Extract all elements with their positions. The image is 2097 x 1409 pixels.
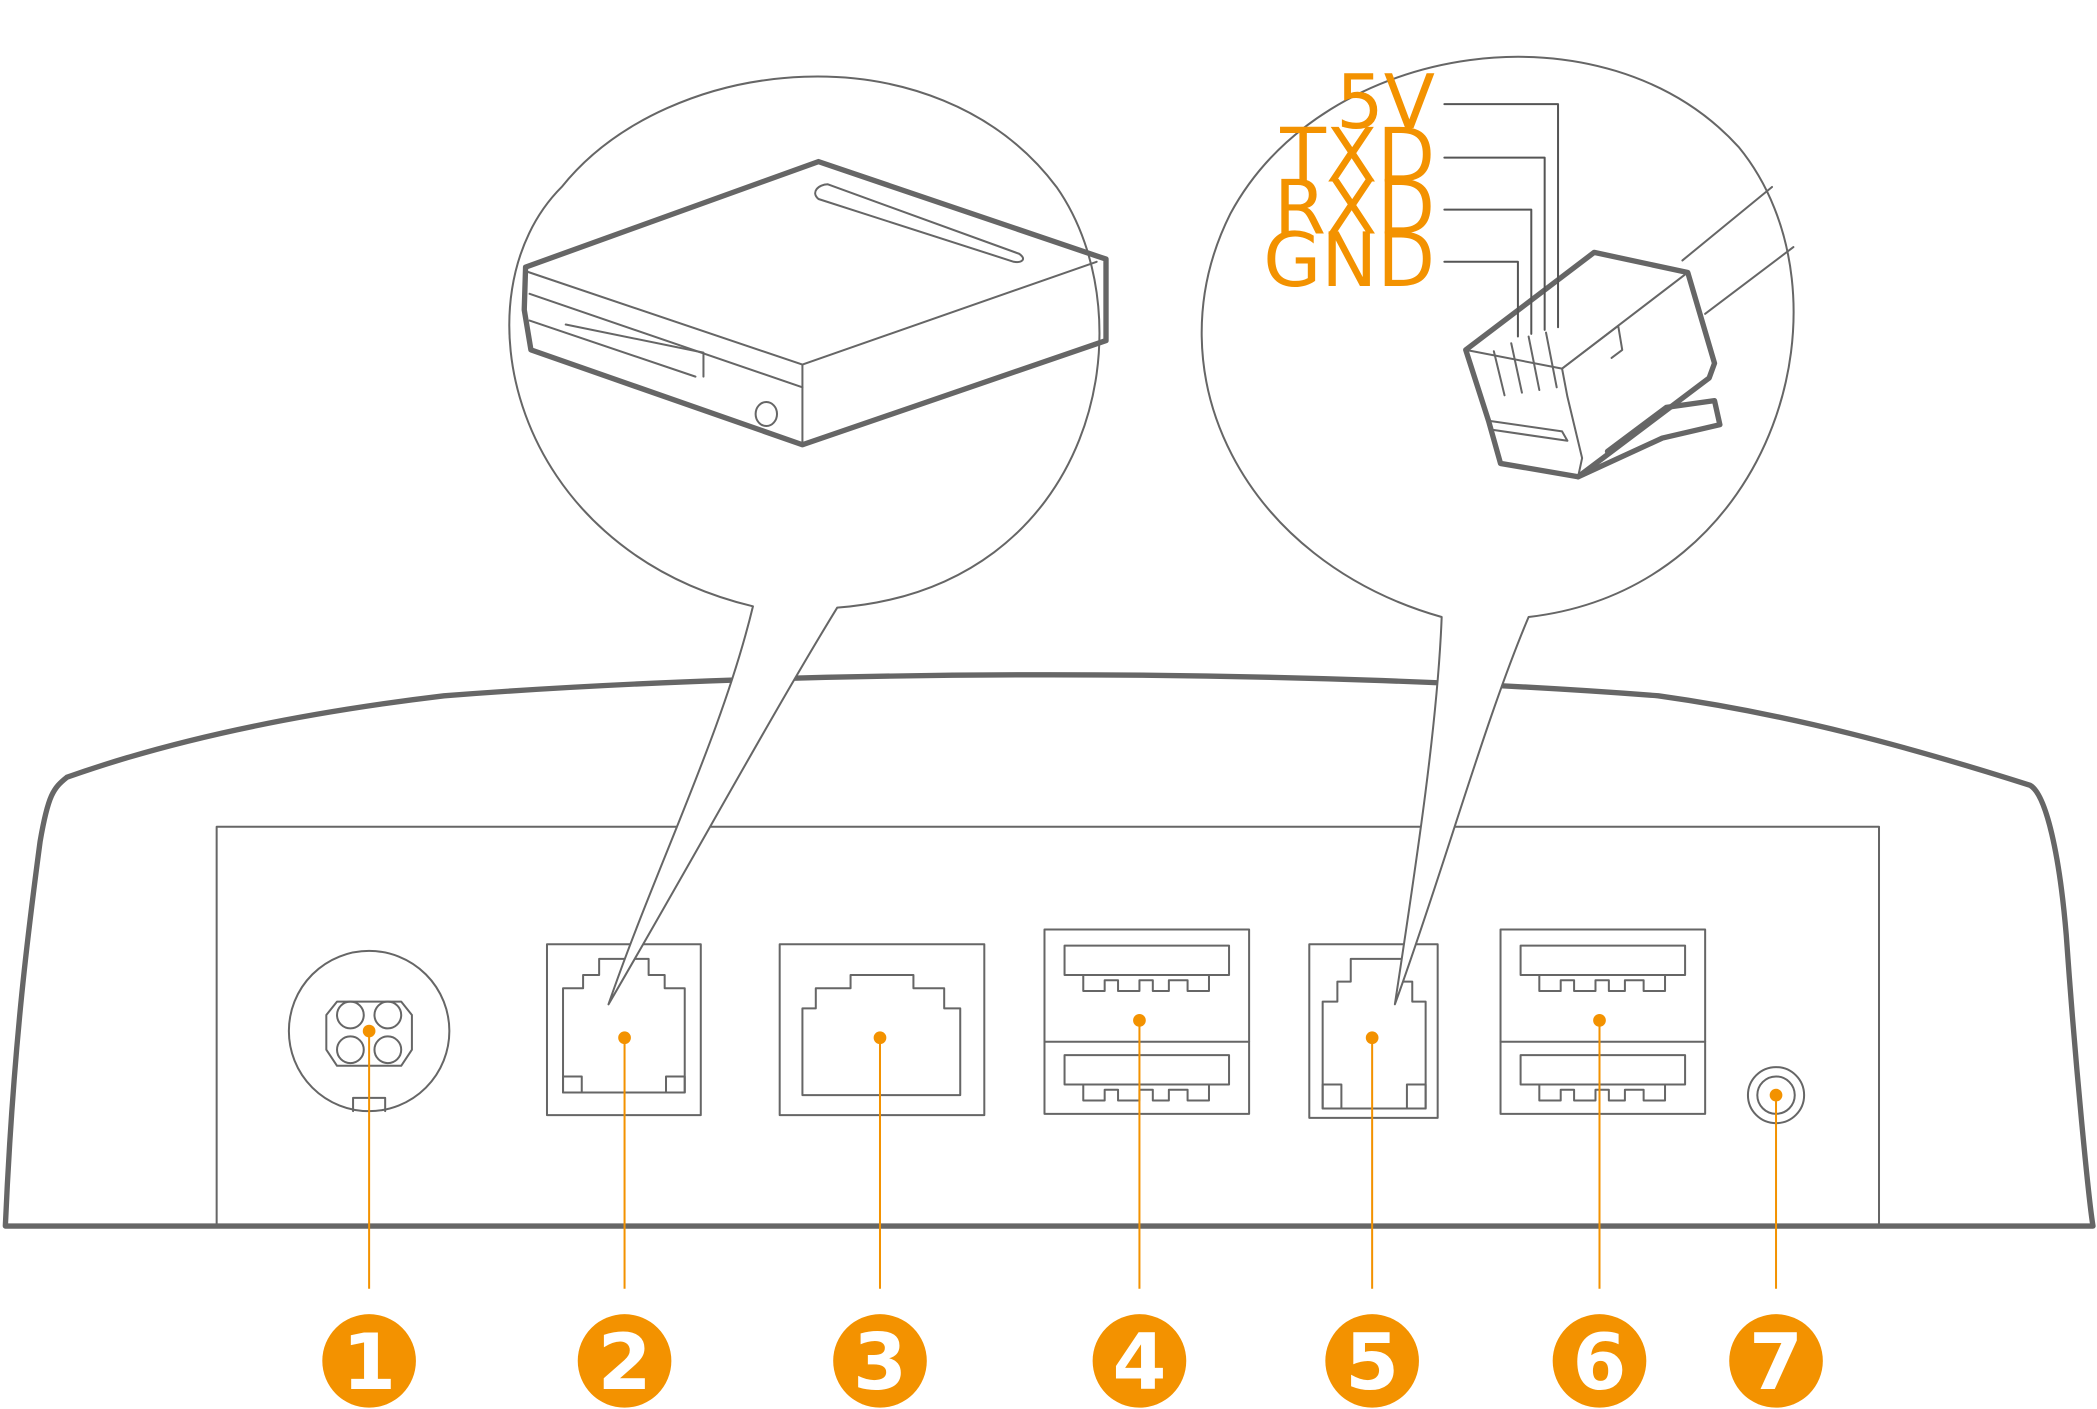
dual-usb-port-icon: [1499, 928, 1707, 1115]
pin-labels: 5V TXD RXD GND: [1263, 59, 1435, 304]
callout-number: 6: [1573, 1318, 1627, 1408]
rj45-ethernet-port-icon: [778, 943, 986, 1117]
callout-badge: [322, 1314, 416, 1408]
pin-label-gnd: GND: [1263, 217, 1435, 304]
callout-1: 1: [322, 1314, 416, 1408]
callout-4: 4: [1092, 1314, 1187, 1408]
callout-badge: [577, 1314, 672, 1408]
callout-number: 3: [853, 1318, 907, 1408]
port-panel: [215, 825, 1881, 1228]
pin-label-5v: 5V: [1336, 59, 1435, 146]
callout-number: 7: [1749, 1318, 1803, 1408]
device-housing: [2, 672, 2096, 1229]
callout-badge: [833, 1314, 927, 1408]
zoom-bubble-cash-drawer: [508, 75, 1101, 1006]
pin-label-txd: TXD: [1279, 113, 1435, 200]
pin-label-rxd: RXD: [1274, 165, 1435, 252]
callout-2: 2: [577, 1314, 672, 1408]
callout-leaders: [362, 1014, 1783, 1289]
pin-leader-lines: [1443, 103, 1560, 338]
callout-7: 7: [1729, 1314, 1823, 1408]
callout-6: 6: [1552, 1314, 1647, 1408]
callout-badge: [1325, 1314, 1419, 1408]
callout-badge: [1729, 1314, 1823, 1408]
dual-usb-port-icon: [1043, 928, 1251, 1115]
rj-plug-connector-icon: [1463, 185, 1795, 480]
cash-drawer-device-icon: [521, 158, 1109, 448]
callout-number: 5: [1345, 1318, 1399, 1408]
callout-badge: [1092, 1314, 1187, 1408]
callout-3: 3: [833, 1314, 927, 1408]
callout-number: 1: [342, 1318, 396, 1408]
callout-badge: [1552, 1314, 1647, 1408]
callout-5: 5: [1325, 1314, 1419, 1408]
callout-number: 4: [1112, 1318, 1166, 1408]
callout-number: 2: [598, 1318, 652, 1408]
